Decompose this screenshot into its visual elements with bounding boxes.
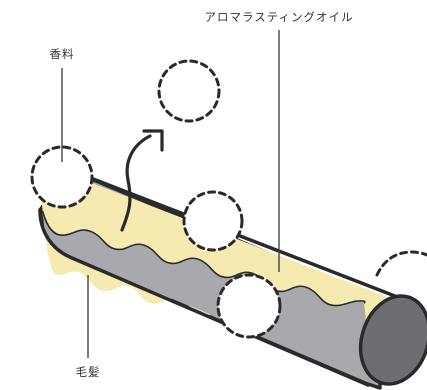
hair-cut-end [358,294,427,386]
aroma-oil-label: アロマラスティングオイル [204,10,353,24]
aroma-bubble-edge [375,250,427,277]
aroma-bubble-center [182,190,244,252]
hair-underside [42,212,372,380]
arrow-head-icon [142,129,164,152]
aroma-bubble-top [157,59,221,123]
hair-bottom-outline [38,208,370,387]
aroma-bubble-lower [216,273,282,339]
rising-arrow-icon [120,134,152,232]
aroma-bubble-left [30,145,94,209]
hair-label: 毛髪 [76,365,101,379]
fragrance-label: 香料 [50,47,75,61]
